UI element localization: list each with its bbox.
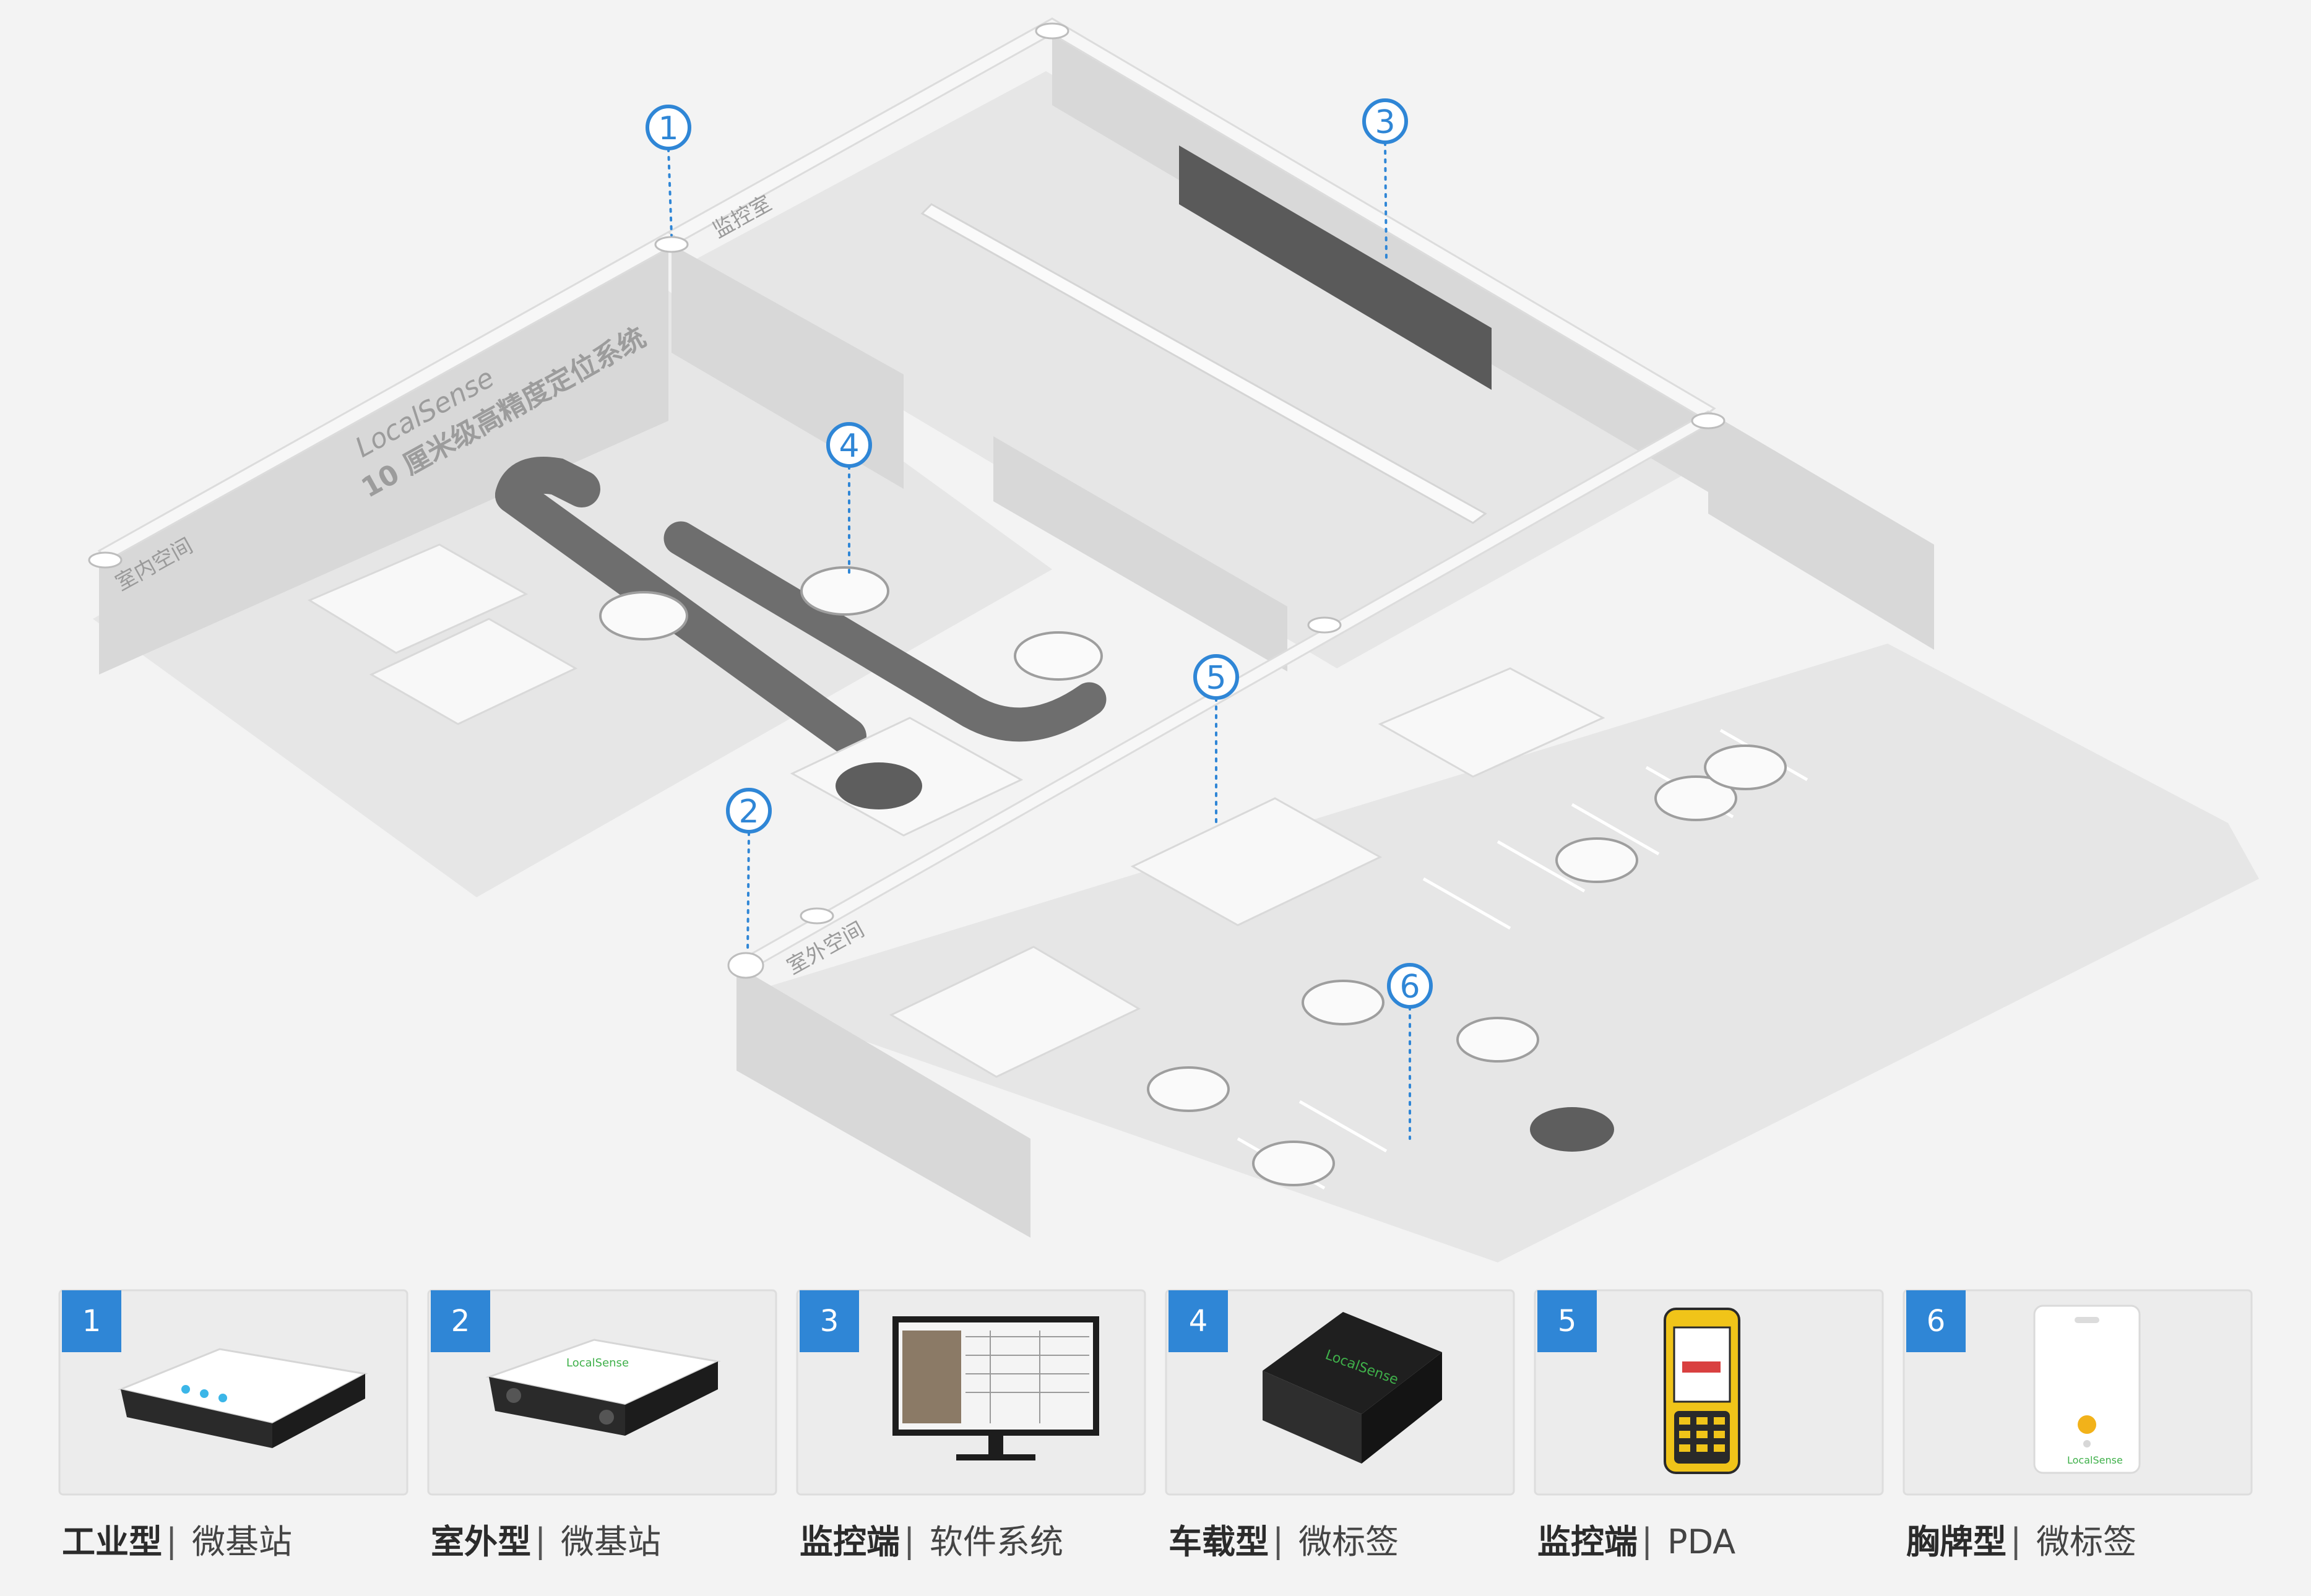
svg-text:LocalSense: LocalSense	[2067, 1454, 2123, 1466]
callout-1: 1	[646, 105, 691, 150]
conveyor-right	[663, 521, 1107, 742]
monitor-desk	[920, 203, 1487, 524]
svg-text:1: 1	[658, 110, 678, 147]
monitor-software-icon	[892, 1316, 1099, 1460]
product-badge	[800, 1290, 859, 1352]
svg-text:LocalSense: LocalSense	[566, 1357, 629, 1370]
product-type: 微基站	[192, 1522, 292, 1561]
monitor-room-floor	[672, 71, 1708, 668]
product-name: 工业型	[62, 1522, 162, 1561]
product-separator: |	[904, 1521, 915, 1560]
back-wall-right-side	[1052, 25, 1708, 492]
base-station-markers	[88, 22, 1726, 925]
product-separator: |	[1641, 1521, 1652, 1560]
outdoor-base-station-icon: LocalSense	[485, 1339, 721, 1436]
svg-text:1: 1	[82, 1304, 102, 1339]
product-type: 微标签	[1298, 1522, 1399, 1561]
back-wall-left-side	[99, 241, 668, 675]
dark-car-outdoor	[1530, 1107, 1614, 1152]
product-name: 监控端	[800, 1522, 900, 1561]
outdoor-wall	[736, 965, 1030, 1238]
callout-2-lead	[746, 831, 750, 954]
product-card-1: 1 工业型 | 微基站	[58, 1289, 408, 1561]
svg-text:2: 2	[451, 1304, 470, 1339]
product-separator: |	[535, 1521, 546, 1560]
svg-text:5: 5	[1558, 1304, 1577, 1339]
svg-text:3: 3	[1375, 104, 1395, 141]
callout-5: 5	[1193, 654, 1239, 700]
product-card-2: 2 LocalSense 室外型 | 微基站	[427, 1289, 777, 1561]
callout-2: 2	[726, 788, 772, 834]
callout-6: 6	[1387, 963, 1433, 1009]
product-badge	[62, 1290, 121, 1352]
building-scene: 监控室 室内空间 室外空间 LocalSense 10 厘米级高精度定位系统	[88, 17, 2259, 1262]
badge-tag-icon: LocalSense	[2033, 1305, 2141, 1474]
vehicle-tag-icon: LocalSense	[1263, 1312, 1442, 1464]
product-card-4: 4 LocalSense 车载型 | 微标签	[1165, 1289, 1515, 1561]
product-badge	[1537, 1290, 1597, 1352]
industrial-base-station-icon	[117, 1348, 368, 1448]
product-row: 1 工业型 | 微基站 2 Loca	[58, 1289, 2253, 1561]
product-separator: |	[2010, 1521, 2021, 1560]
callout-3-lead	[1384, 141, 1388, 261]
product-name: 室外型	[431, 1522, 531, 1561]
product-separator: |	[1272, 1521, 1284, 1560]
product-badge	[431, 1290, 490, 1352]
conveyor-curve	[495, 457, 600, 514]
outdoor-floor	[736, 644, 2259, 1262]
svg-text:2: 2	[738, 793, 759, 830]
work-pad-1	[307, 543, 529, 654]
callout-3: 3	[1362, 98, 1408, 144]
svg-text:6: 6	[1927, 1304, 1946, 1339]
outdoor-station-marker	[727, 952, 764, 979]
svg-text:5: 5	[1206, 660, 1226, 697]
product-name: 车载型	[1168, 1522, 1269, 1561]
product-type: PDA	[1667, 1522, 1735, 1561]
product-badge	[1906, 1290, 1966, 1352]
interior-wall-b	[993, 436, 1287, 671]
work-pad-5	[1378, 667, 1605, 778]
work-pad-4	[1130, 797, 1383, 926]
product-card-5: 5 监控端 | PDA	[1534, 1289, 1884, 1561]
product-type: 微标签	[2036, 1522, 2136, 1561]
svg-text:4: 4	[839, 428, 859, 465]
callouts: 1 2 3 4 5 6	[646, 98, 1433, 1140]
product-separator: |	[166, 1521, 177, 1560]
work-pad-2	[369, 618, 578, 725]
product-name: 监控端	[1537, 1522, 1638, 1561]
pda-icon	[1664, 1308, 1740, 1474]
product-type: 微基站	[561, 1522, 661, 1561]
callout-1-lead	[667, 147, 673, 236]
svg-text:6: 6	[1399, 968, 1420, 1006]
callout-4: 4	[826, 422, 872, 468]
right-wall	[1708, 412, 1934, 650]
product-card-6: 6 LocalSense 胸牌型 | 微标签	[1903, 1289, 2253, 1561]
svg-text:4: 4	[1189, 1304, 1208, 1339]
indoor-floor	[93, 291, 1052, 897]
product-type: 软件系统	[930, 1522, 1063, 1561]
svg-text:3: 3	[820, 1304, 839, 1339]
dark-car	[836, 762, 922, 809]
cars	[599, 566, 1787, 1186]
work-pad-6	[889, 946, 1141, 1078]
product-card-3: 3 监控端 | 软件系统	[796, 1289, 1146, 1561]
product-name: 胸牌型	[1906, 1522, 2006, 1561]
monitor-wall-screen	[1179, 145, 1492, 390]
product-badge	[1168, 1290, 1228, 1352]
